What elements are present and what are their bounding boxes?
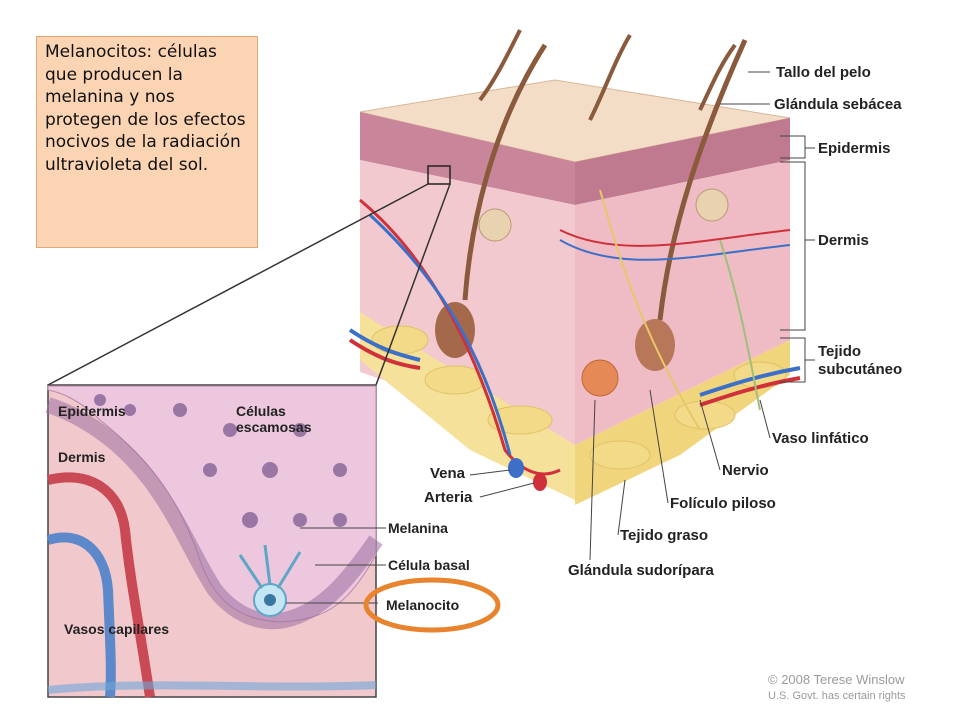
zoom-line — [375, 183, 451, 386]
inset-label-celulas: Células — [236, 403, 286, 419]
label-arteria: Arteria — [424, 489, 473, 506]
label-dermis: Dermis — [818, 232, 869, 249]
capillary-blue — [46, 532, 116, 698]
label-tejido-graso: Tejido graso — [620, 527, 708, 544]
label-melanina: Melanina — [388, 520, 448, 536]
inset-label-vasos: Vasos capilares — [64, 621, 169, 637]
hair-shaft — [657, 38, 748, 321]
label-subcutaneo: subcutáneo — [818, 361, 902, 378]
label-foliculo: Folículo piloso — [670, 495, 776, 512]
epidermis-band — [360, 112, 575, 205]
artery-cut — [533, 473, 547, 491]
label-nervio: Nervio — [722, 462, 769, 479]
label-glandula-sudoripara: Glándula sudorípara — [568, 562, 715, 579]
label-melanocito: Melanocito — [386, 597, 459, 613]
sebaceous-gland — [478, 208, 512, 242]
label-tallo-pelo: Tallo del pelo — [776, 64, 871, 81]
sebaceous-gland — [695, 188, 729, 222]
melanocito-highlight — [363, 577, 501, 633]
right-labels — [469, 71, 815, 561]
inset-label-escamosas: escamosas — [236, 419, 312, 435]
inset-label-dermis: Dermis — [58, 449, 106, 465]
credit-line-1: © 2008 Terese Winslow — [768, 672, 905, 687]
skin-block — [348, 29, 801, 505]
epidermis-band-right — [575, 118, 790, 205]
hair-shaft — [462, 43, 548, 301]
capillary-red — [46, 472, 155, 698]
nerve — [599, 189, 701, 431]
dermis-right — [575, 160, 790, 445]
sweat-gland — [581, 359, 619, 397]
label-vena: Vena — [430, 465, 466, 482]
lymph-vessel — [719, 239, 761, 411]
vein-vessel — [368, 213, 512, 456]
caption-box: Melanocitos: células que producen la mel… — [36, 36, 258, 248]
zoom-line — [47, 183, 429, 386]
label-vaso-linfatico: Vaso linfático — [772, 430, 869, 447]
zoom-box — [427, 165, 451, 185]
artery-vessel — [359, 198, 561, 476]
label-epidermis: Epidermis — [818, 140, 891, 157]
basal-layer — [45, 397, 383, 630]
inset-view: Epidermis Células escamosas Dermis Vasos… — [45, 183, 451, 698]
label-glandula-sebacea: Glándula sebácea — [774, 96, 902, 113]
caption-text: Melanocitos: células que producen la mel… — [45, 42, 246, 175]
inset-label-epidermis: Epidermis — [58, 403, 126, 419]
credit-line-2: U.S. Govt. has certain rights — [768, 690, 906, 702]
label-tejido: Tejido — [818, 343, 861, 360]
label-celula-basal: Célula basal — [388, 557, 470, 573]
vein-cut — [508, 458, 524, 478]
